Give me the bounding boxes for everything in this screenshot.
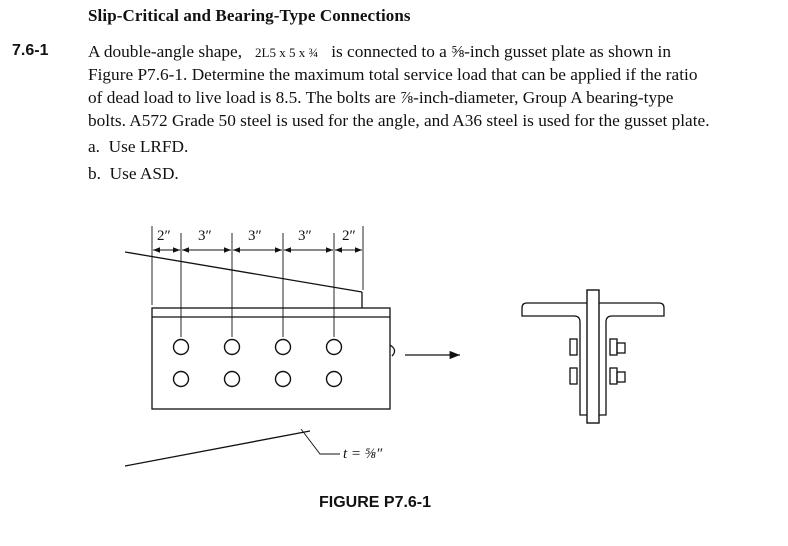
problem-text-line-1b: is connected to a ⅝-inch gusset plate as… <box>331 42 671 61</box>
gusset-plate-top-edge <box>124 251 363 293</box>
problem-text-line-1: A double-angle shape, 2L5 x 5 x ¾ is con… <box>88 42 671 62</box>
dimension-label: 3″ <box>198 228 212 244</box>
angle-body <box>151 307 391 410</box>
dimension-label: 3″ <box>248 228 262 244</box>
figure-caption: FIGURE P7.6-1 <box>319 494 432 511</box>
thickness-label: t = ⅝″ <box>343 446 383 462</box>
section-title: Slip-Critical and Bearing-Type Connectio… <box>88 6 411 25</box>
part-b-text: Use ASD. <box>109 164 179 183</box>
angle-shape-designation: 2L5 x 5 x ¾ <box>255 45 319 60</box>
bolt-holes <box>172 338 343 388</box>
gusset-plate-bottom-edge <box>124 430 311 467</box>
part-a-label: a. <box>88 137 100 156</box>
dimension-label: 3″ <box>298 228 312 244</box>
end-view <box>521 289 665 424</box>
thickness-leader <box>300 428 340 455</box>
bolt-centerlines <box>151 226 364 337</box>
part-a: a. Use LRFD. <box>88 137 188 157</box>
problem-text-line-4: bolts. A572 Grade 50 steel is used for t… <box>88 111 710 130</box>
part-a-text: Use LRFD. <box>108 137 189 156</box>
dimension-label: 2″ <box>342 228 356 244</box>
break-mark <box>389 344 396 357</box>
part-b: b. Use ASD. <box>88 164 179 184</box>
dimension-label: 2″ <box>157 228 171 244</box>
problem-text-line-3: of dead load to live load is 8.5. The bo… <box>88 88 674 107</box>
problem-text-line-1a: A double-angle shape, <box>88 42 243 61</box>
problem-text-line-2: Figure P7.6-1. Determine the maximum tot… <box>88 65 698 84</box>
part-b-label: b. <box>88 164 101 183</box>
problem-number: 7.6-1 <box>12 42 49 59</box>
